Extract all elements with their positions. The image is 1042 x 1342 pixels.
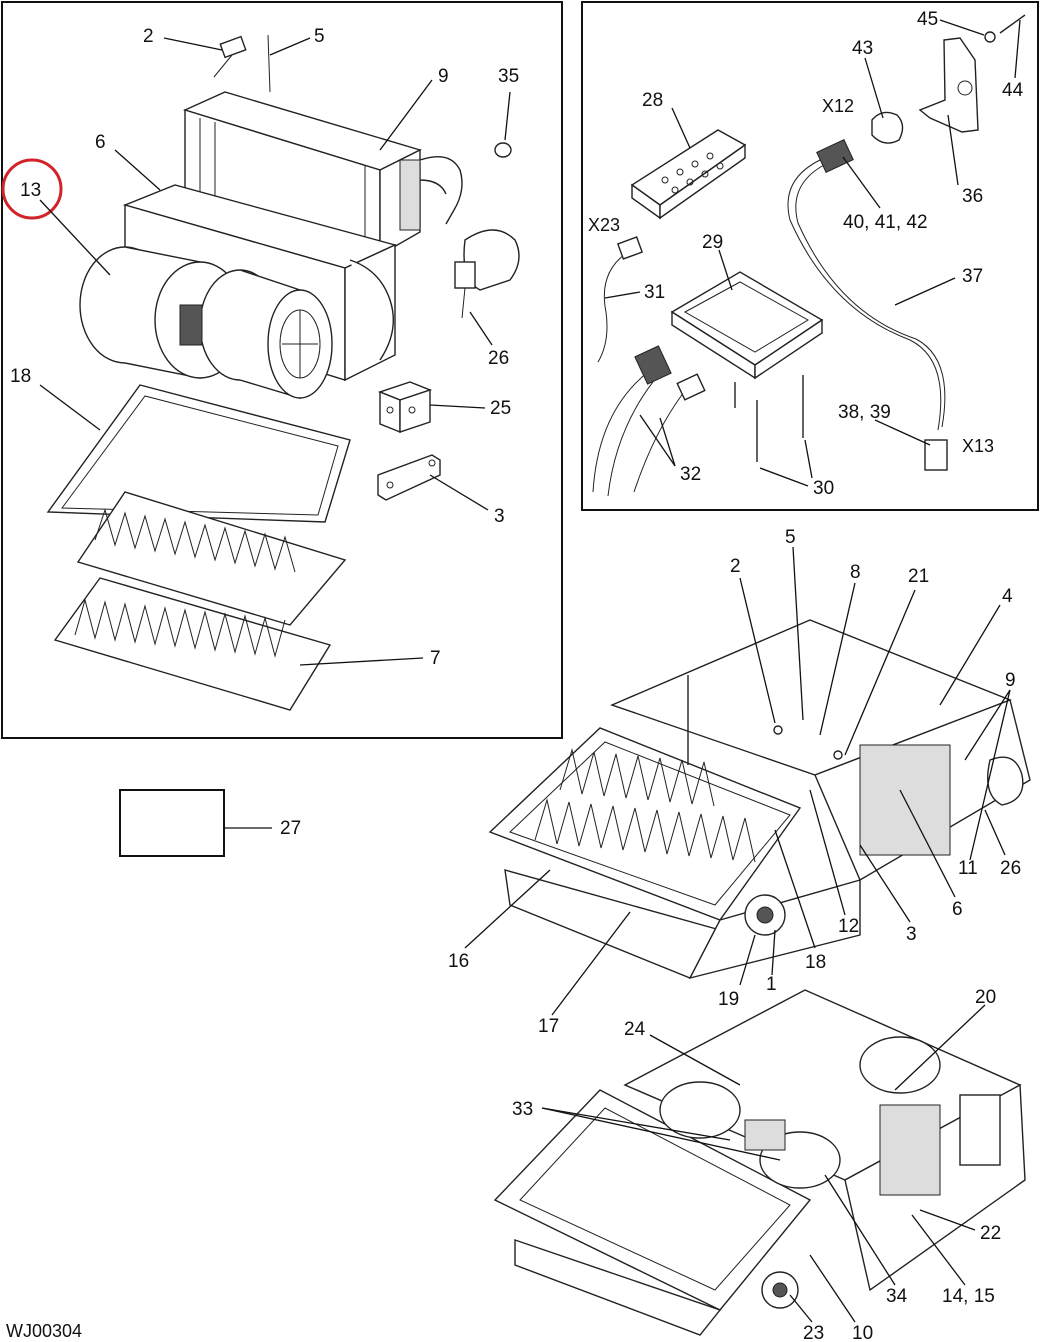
callout-label: 6: [95, 132, 106, 153]
callout-label: 12: [838, 916, 859, 937]
part-27-placeholder-box: [119, 789, 225, 857]
main-harness: [592, 345, 706, 497]
callout-label: 43: [852, 38, 873, 59]
heater-core: [183, 91, 463, 257]
assembly-top-callouts: 5 2 8 21 4 9 11 26 6 3 12 16 18 1 19 17: [448, 527, 1021, 1037]
callout-label: 18: [805, 952, 826, 973]
callout-label: 33: [512, 1099, 533, 1120]
callout-label: 3: [494, 506, 505, 527]
callout-label: 37: [962, 266, 983, 287]
callout-label: 1: [766, 974, 777, 995]
assembly-top-leaders: [464, 546, 1011, 1016]
callout-label: 11: [958, 858, 978, 879]
callout-label: 25: [490, 398, 511, 419]
connector-label: X13: [962, 436, 994, 456]
controls-harness-leaders: [604, 19, 1021, 487]
callout-label: 45: [917, 9, 938, 30]
filter-element: [76, 491, 347, 626]
callout-label: 40, 41, 42: [843, 212, 928, 233]
callout-label: 4: [1002, 586, 1013, 607]
controls-harness-callouts: 45 43 44 X12 28 36 40, 41, 42 X23 29 31 …: [588, 9, 1024, 499]
blower-exploded-leaders: [39, 37, 511, 666]
assembly-top-drawing: [488, 619, 1031, 980]
callout-label: 35: [498, 66, 519, 87]
callout-label: 7: [430, 648, 441, 669]
callout-label: 38, 39: [838, 402, 891, 423]
mounting-block: [377, 381, 433, 434]
callout-label: 9: [438, 66, 449, 87]
blower-exploded-drawing: [1, 34, 520, 711]
callout-label: 14, 15: [942, 1286, 995, 1307]
blower-exploded-callouts: 2 5 9 35 6 13 26 18 25 3 7: [10, 26, 519, 669]
controls-harness-panel: [581, 1, 1039, 511]
blower-exploded-panel: [1, 1, 563, 739]
highlight-circle: [1, 158, 63, 220]
callout-label: 27: [280, 818, 301, 839]
mounting-screws: [734, 375, 804, 462]
callout-label: 16: [448, 951, 469, 972]
controller-module: [670, 271, 824, 380]
controls-harness-drawing: [592, 14, 1026, 497]
callout-label: 26: [488, 348, 509, 369]
callout-label: 3: [906, 924, 917, 945]
connector-label: X23: [588, 215, 620, 235]
callout-label: 10: [852, 1323, 873, 1342]
assembly-bottom-callouts: 20 24 33 22 14, 15 34 23 10: [512, 987, 1001, 1342]
bracket: [377, 454, 441, 501]
callout-label: 36: [962, 186, 983, 207]
callout-label: 32: [680, 464, 701, 485]
callout-label: 17: [538, 1016, 559, 1037]
callout-label: 13: [20, 180, 41, 201]
callout-label: 5: [314, 26, 325, 47]
harness-x23: [597, 251, 629, 363]
callout-label: 34: [886, 1286, 908, 1307]
callout-label: 5: [785, 527, 796, 548]
callout-label: 18: [10, 366, 31, 387]
o-ring: [494, 142, 512, 158]
temperature-sensor: [871, 14, 1026, 144]
callout-label: 24: [624, 1019, 646, 1040]
callout-label: 2: [143, 26, 154, 47]
callout-label: 20: [975, 987, 996, 1008]
callout-label: 28: [642, 90, 663, 111]
callout-label: 19: [718, 989, 739, 1010]
temperature-switch: [213, 34, 271, 93]
callout-label: 26: [1000, 858, 1021, 879]
callout-label: 31: [644, 282, 665, 303]
assembly-bottom-leaders: [541, 1004, 986, 1323]
callout-label: 9: [1005, 670, 1016, 691]
callout-label: 8: [850, 562, 861, 583]
callout-label: 6: [952, 899, 963, 920]
sensor-harness: [787, 139, 948, 471]
document-code: WJ00304: [6, 1321, 82, 1341]
callout-label: 22: [980, 1223, 1001, 1244]
callout-label: 29: [702, 232, 723, 253]
water-valve: [454, 229, 520, 319]
control-keypad: [630, 129, 747, 220]
filter-frame: [46, 384, 351, 523]
blower-fan-assembly: [79, 246, 333, 399]
assembly-bottom-drawing: [493, 989, 1026, 1336]
callout-label: 2: [730, 556, 741, 577]
callout-label: 30: [813, 478, 834, 499]
callout-label: 21: [908, 566, 929, 587]
callout-label: 44: [1002, 80, 1024, 101]
callout-label: 23: [803, 1323, 824, 1342]
cabin-filter: [53, 577, 332, 711]
connector-label: X12: [822, 96, 854, 116]
